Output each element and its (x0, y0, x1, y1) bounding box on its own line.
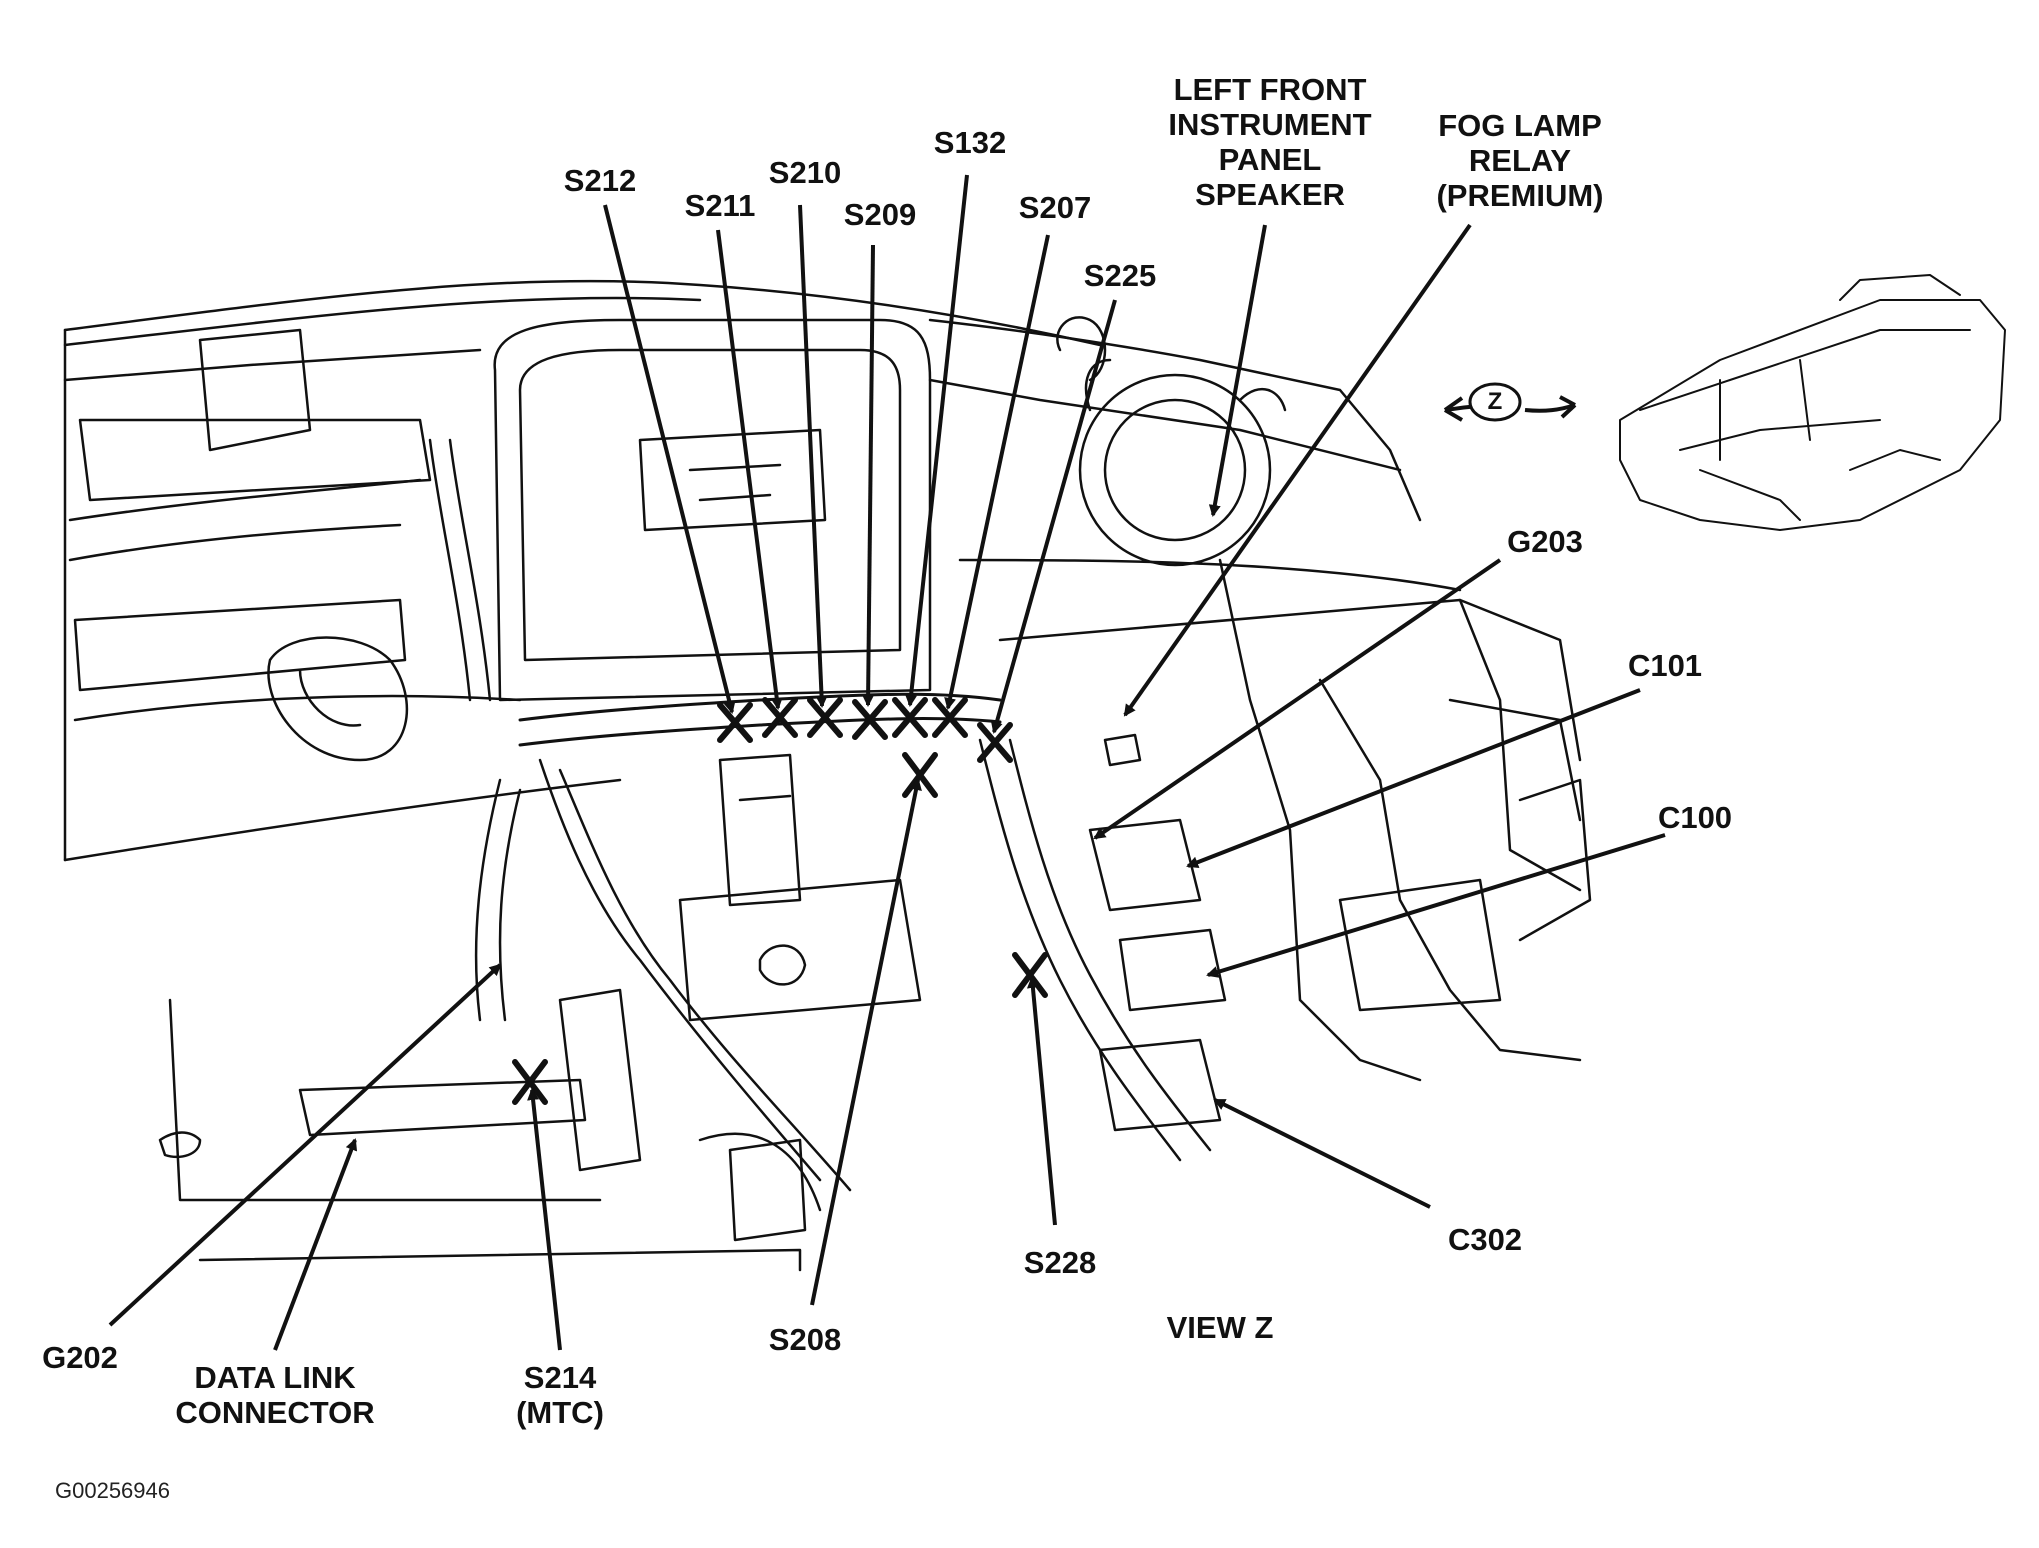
label-line: RELAY (1468, 143, 1572, 178)
figure-id: G00256946 (55, 1478, 170, 1503)
leader-fog-lamp-relay (1123, 223, 1472, 717)
label-c100: C100 (1657, 800, 1733, 835)
label-line: DATA LINK (194, 1360, 356, 1395)
label-s210: S210 (768, 155, 842, 190)
label-fog-lamp-relay: FOG LAMP RELAY (PREMIUM) (1420, 108, 1620, 213)
view-z-arrow-icon (1443, 382, 1577, 422)
label-s225: S225 (1083, 258, 1157, 293)
label-line: CONNECTOR (175, 1395, 375, 1430)
leader-c302 (1213, 1098, 1431, 1209)
label-s211: S211 (684, 188, 756, 223)
splice-mark-s212 (717, 702, 753, 743)
leader-s208 (810, 778, 922, 1306)
leader-s210 (798, 204, 828, 708)
leader-s132 (905, 174, 969, 707)
leader-c100 (1206, 833, 1666, 978)
splice-mark-s210 (807, 697, 843, 738)
splice-mark-s207 (932, 697, 968, 738)
label-line: SPEAKER (1195, 177, 1345, 212)
view-z-letter: Z (1487, 388, 1503, 415)
leader-s214 (527, 1088, 562, 1351)
splice-mark-s211 (762, 697, 798, 738)
leader-g203 (1093, 558, 1502, 840)
label-line: LEFT FRONT (1173, 72, 1367, 107)
leader-s207 (944, 234, 1050, 710)
splice-mark-s132 (892, 697, 928, 738)
label-line: PANEL (1218, 142, 1322, 177)
splice-mark-s214 (512, 1059, 548, 1105)
label-c101: C101 (1627, 648, 1703, 683)
label-line: INSTRUMENT (1168, 107, 1372, 142)
leader-s209 (862, 244, 875, 707)
leader-s225 (990, 299, 1117, 734)
label-left-front-speaker: LEFT FRONT INSTRUMENT PANEL SPEAKER (1165, 72, 1375, 212)
label-g202: G202 (42, 1340, 118, 1375)
label-data-link-connector: DATA LINK CONNECTOR (155, 1360, 395, 1430)
leader-data-link (273, 1138, 358, 1351)
leader-s228 (1026, 976, 1057, 1226)
leader-speaker (1208, 224, 1267, 517)
label-line: FOG LAMP (1438, 108, 1602, 143)
splice-mark-s209 (852, 699, 888, 740)
label-s208: S208 (768, 1322, 842, 1357)
label-s207: S207 (1018, 190, 1092, 225)
label-c302: C302 (1447, 1222, 1523, 1257)
label-s212: S212 (563, 163, 637, 198)
label-g203: G203 (1507, 524, 1583, 559)
label-line: (PREMIUM) (1436, 178, 1604, 213)
label-line: (MTC) (516, 1395, 604, 1430)
splice-mark-s228 (1012, 952, 1048, 998)
leader-s212 (603, 204, 736, 714)
label-s214: S214 (MTC) (500, 1360, 620, 1430)
label-line: S214 (523, 1360, 597, 1395)
leader-s211 (716, 229, 783, 710)
leader-g202 (108, 963, 502, 1327)
leader-c101 (1186, 688, 1641, 868)
splice-mark-s208 (902, 752, 938, 798)
splice-marks (512, 697, 1048, 1105)
label-view-z: VIEW Z (1166, 1310, 1274, 1345)
label-s132: S132 (933, 125, 1007, 160)
splice-mark-s225 (977, 722, 1013, 763)
label-s228: S228 (1023, 1245, 1097, 1280)
label-s209: S209 (843, 197, 917, 232)
